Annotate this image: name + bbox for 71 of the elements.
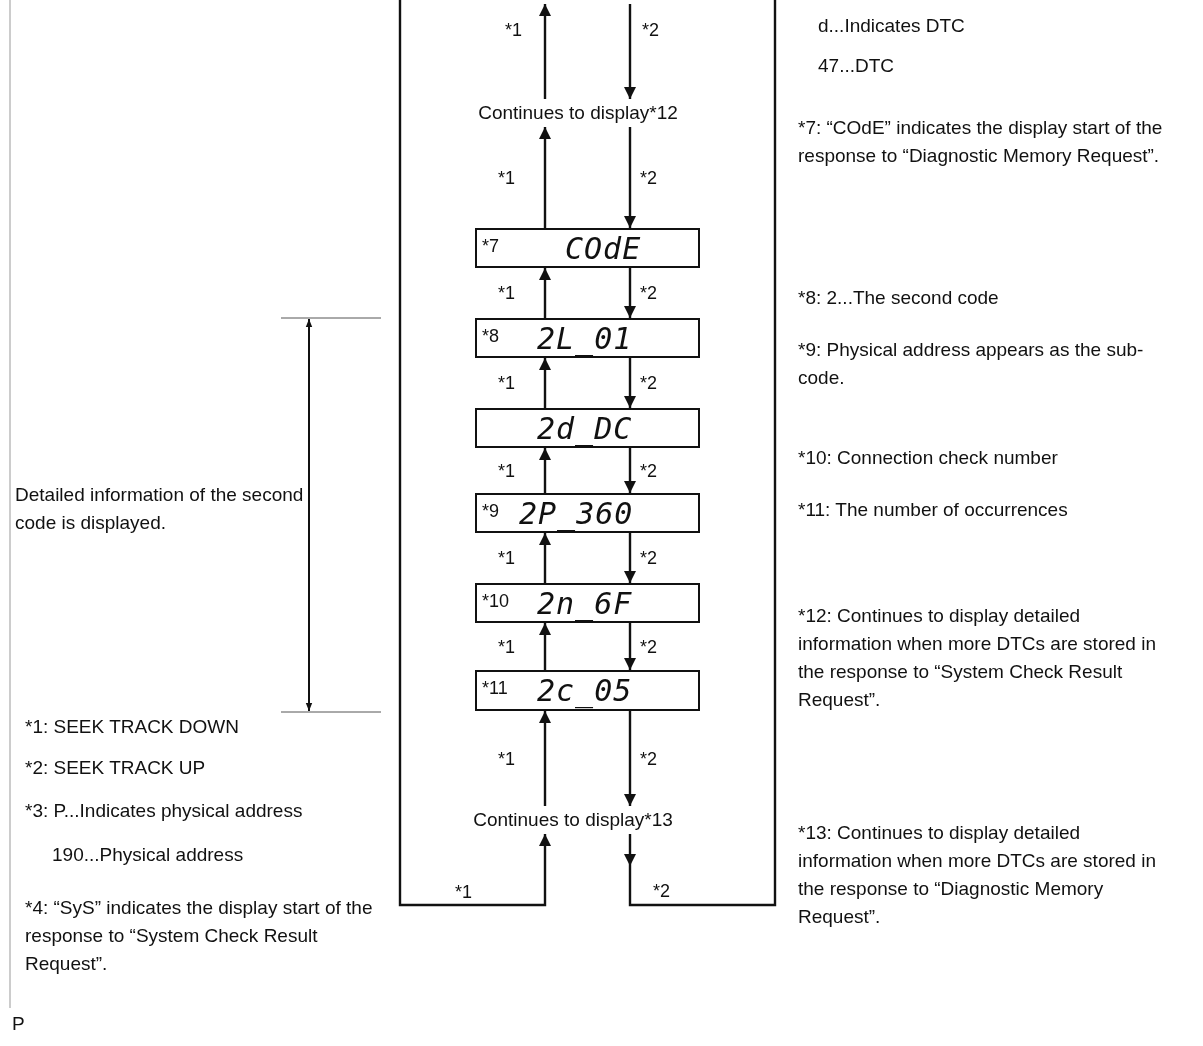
callout-number: *11: [482, 678, 508, 699]
callout-number: *8: [482, 326, 499, 347]
note-text: 47...DTC: [818, 54, 896, 78]
arrow: [624, 448, 636, 493]
footnote-text: *7: “COdE” indicates the display start of the response to “Diagnostic Memory Request”.: [798, 116, 1164, 168]
page-marker: P: [12, 1012, 26, 1036]
footnote-text: *11: The number of occurrences: [798, 498, 1069, 522]
edge-label: *2: [640, 166, 657, 189]
display-code: 2n_6F: [537, 586, 633, 622]
edge-label: *1: [498, 459, 515, 482]
arrow: [539, 623, 551, 670]
footnote-text: *12: Continues to display detailed information when more DTCs are stored in the response to “System Check Result Request”.: [798, 604, 1157, 712]
edge-label: *2: [653, 880, 670, 902]
edge-label: *2: [640, 282, 657, 304]
callout-number: *10: [482, 591, 510, 612]
edge-label: *2: [640, 372, 657, 394]
callout-number: *7: [482, 236, 499, 257]
display-box: [475, 228, 700, 268]
display-code: COdE: [565, 231, 642, 267]
edge-label: *1: [455, 880, 472, 903]
display-code: 2P_360: [519, 496, 634, 532]
footnote-text: *2: SEEK TRACK UP: [25, 756, 207, 780]
arrow: [539, 127, 551, 228]
display-box: [475, 670, 700, 711]
edge-label: *1: [498, 282, 515, 304]
return-arrow: [624, 4, 636, 99]
arrow: [624, 623, 636, 670]
arrow: [539, 533, 551, 583]
footnote-text: 190...Physical address: [52, 843, 245, 867]
return-arrow: [539, 4, 551, 99]
note-text: d...Indicates DTC: [818, 14, 966, 38]
edge-label: *2: [640, 635, 657, 658]
edge-label: *2: [640, 747, 657, 770]
display-box: [475, 408, 700, 448]
edge-label: *1: [498, 166, 515, 189]
display-box: [475, 318, 700, 358]
footnote-text: *13: Continues to display detailed information when more DTCs are stored in the response to “Diagnostic Memory Request”.: [798, 821, 1157, 929]
flow-text: Continues to display*13: [438, 806, 708, 834]
arrow: [539, 358, 551, 408]
edge-label: *2: [640, 547, 657, 569]
arrow: [539, 711, 551, 806]
arrow: [624, 127, 636, 228]
edge-label: *1: [498, 747, 515, 770]
arrow: [539, 268, 551, 318]
footnote-text: *4: “SyS” indicates the display start of the response to “System Check Result Request”.: [25, 896, 374, 976]
footnote-text: *1: SEEK TRACK DOWN: [25, 715, 240, 739]
callout-number: *9: [482, 501, 499, 522]
display-code: 2L_01: [537, 321, 633, 357]
return-arrow: [398, 0, 551, 907]
arrow: [539, 448, 551, 493]
display-box: [475, 583, 700, 623]
footnote-text: *3: P...Indicates physical address: [25, 799, 304, 823]
edge-label: *1: [498, 547, 515, 569]
edge-label: *2: [642, 18, 659, 41]
arrow: [624, 268, 636, 318]
edge-label: *1: [505, 18, 522, 41]
edge-label: *2: [640, 459, 657, 482]
arrow: [624, 711, 636, 806]
flow-text: Continues to display*12: [443, 99, 713, 127]
edge-label: *1: [498, 635, 515, 658]
footnote-text: *9: Physical address appears as the sub-code.: [798, 338, 1145, 390]
display-code: 2c_05: [537, 673, 633, 709]
range-description: Detailed information of the second code is displayed.: [15, 483, 305, 535]
display-box: [475, 493, 700, 533]
arrow: [624, 533, 636, 583]
footnote-text: *8: 2...The second code: [798, 286, 1000, 310]
arrow: [624, 358, 636, 408]
return-arrow: [624, 834, 636, 866]
footnote-text: *10: Connection check number: [798, 446, 1059, 470]
edge-label: *1: [498, 372, 515, 394]
display-code: 2d_DC: [537, 411, 633, 447]
